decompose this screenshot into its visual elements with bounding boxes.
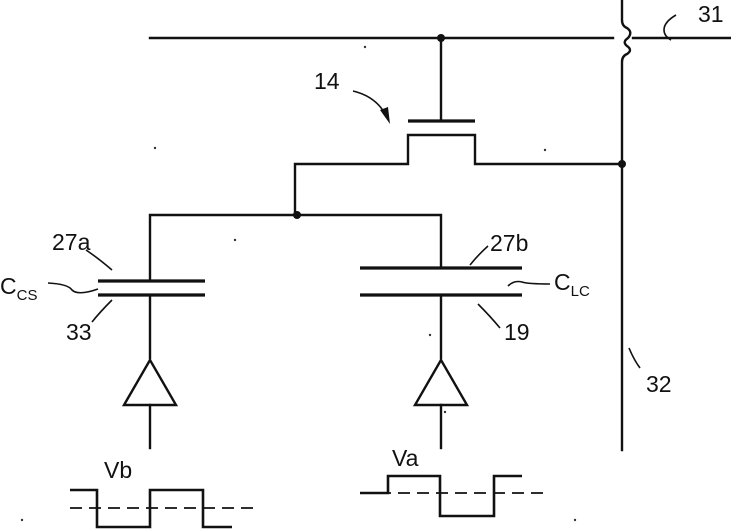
label-gate-line: 31 — [698, 1, 724, 27]
label-va: Va — [392, 445, 419, 471]
pixel-node-wire — [150, 215, 441, 280]
buffer-va — [415, 360, 467, 448]
waveform-va — [360, 476, 548, 516]
label-transistor: 14 — [314, 68, 340, 94]
thin-film-transistor — [295, 38, 622, 215]
label-cs-upper: 27a — [52, 229, 91, 255]
liquid-crystal-capacitor — [360, 268, 522, 358]
label-source-line: 32 — [646, 371, 672, 397]
storage-capacitor — [98, 281, 205, 358]
source-line — [622, 0, 630, 450]
buffer-vb — [124, 360, 176, 448]
waveform-vb — [70, 490, 258, 527]
junction-dot — [437, 34, 445, 42]
scan-specks — [21, 46, 576, 521]
junction-dot — [618, 160, 626, 168]
label-lc-upper: 27b — [490, 230, 528, 256]
label-cs-lower: 33 — [66, 319, 92, 345]
label-vb: Vb — [104, 457, 132, 483]
leader-lines — [48, 15, 676, 368]
label-ccs: CCS — [0, 273, 37, 304]
label-clc: CLC — [554, 269, 590, 300]
junction-dot — [293, 211, 301, 219]
label-lc-lower: 19 — [504, 319, 530, 345]
